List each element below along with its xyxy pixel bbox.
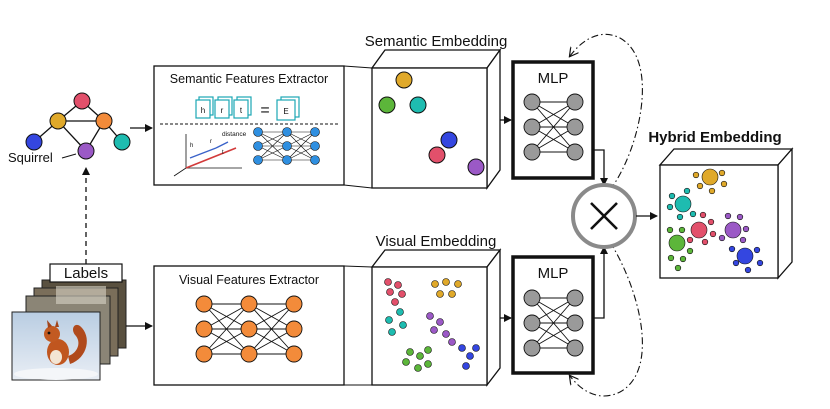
- graph-node-blue: [25, 133, 43, 151]
- labels-tag: [49, 263, 123, 283]
- svg-text:=: =: [260, 102, 269, 119]
- hybrid-embedding-cube: [658, 147, 794, 280]
- squirrel-label: Squirrel: [8, 150, 53, 165]
- semantic-embedding-cube: [370, 47, 502, 191]
- graph-node-orange: [95, 112, 113, 130]
- semantic-mini-network: [257, 131, 316, 161]
- visual-features-extractor: Visual Features Extractor: [153, 265, 345, 386]
- visual-extractor-title: Visual Features Extractor: [179, 273, 319, 287]
- svg-text:t: t: [240, 106, 243, 115]
- semantic-mlp: MLP: [511, 60, 595, 180]
- visual-embedding-cube: [370, 248, 502, 387]
- semantic-mlp-label: MLP: [538, 70, 569, 87]
- multiply-icon: [571, 183, 637, 249]
- squirrel-photo-icon: [11, 311, 101, 381]
- visual-mlp: MLP: [511, 255, 595, 375]
- svg-text:r: r: [221, 106, 224, 115]
- labels-text: Labels: [64, 265, 108, 282]
- triple-embedding-icon: h r t = E: [195, 96, 300, 121]
- graph-node-purple-squirrel: [77, 142, 95, 160]
- feedback-loop-bottom: [570, 241, 643, 397]
- feedback-loop-top: [570, 33, 643, 191]
- svg-text:E: E: [283, 107, 288, 116]
- svg-text:t: t: [222, 150, 224, 156]
- distance-plot-icon: h r t distance: [173, 131, 247, 177]
- semantic-embedding-heading: Semantic Embedding: [365, 33, 508, 50]
- graph-node-pink: [73, 92, 91, 110]
- graph-node-teal: [113, 133, 131, 151]
- svg-text:h: h: [190, 143, 193, 149]
- svg-text:distance: distance: [222, 131, 247, 138]
- semantic-extractor-title: Semantic Features Extractor: [170, 72, 328, 86]
- semantic-features-extractor: Semantic Features Extractor h r t = E: [153, 65, 345, 186]
- hybrid-embedding-heading: Hybrid Embedding: [648, 129, 781, 146]
- knowledge-graph: Squirrel: [8, 92, 131, 165]
- graph-node-yellow: [49, 112, 67, 130]
- image-stack: Labels: [11, 263, 127, 381]
- visual-embedding-heading: Visual Embedding: [376, 233, 497, 250]
- svg-text:r: r: [210, 139, 212, 145]
- svg-text:h: h: [201, 106, 205, 115]
- visual-mlp-label: MLP: [538, 265, 569, 282]
